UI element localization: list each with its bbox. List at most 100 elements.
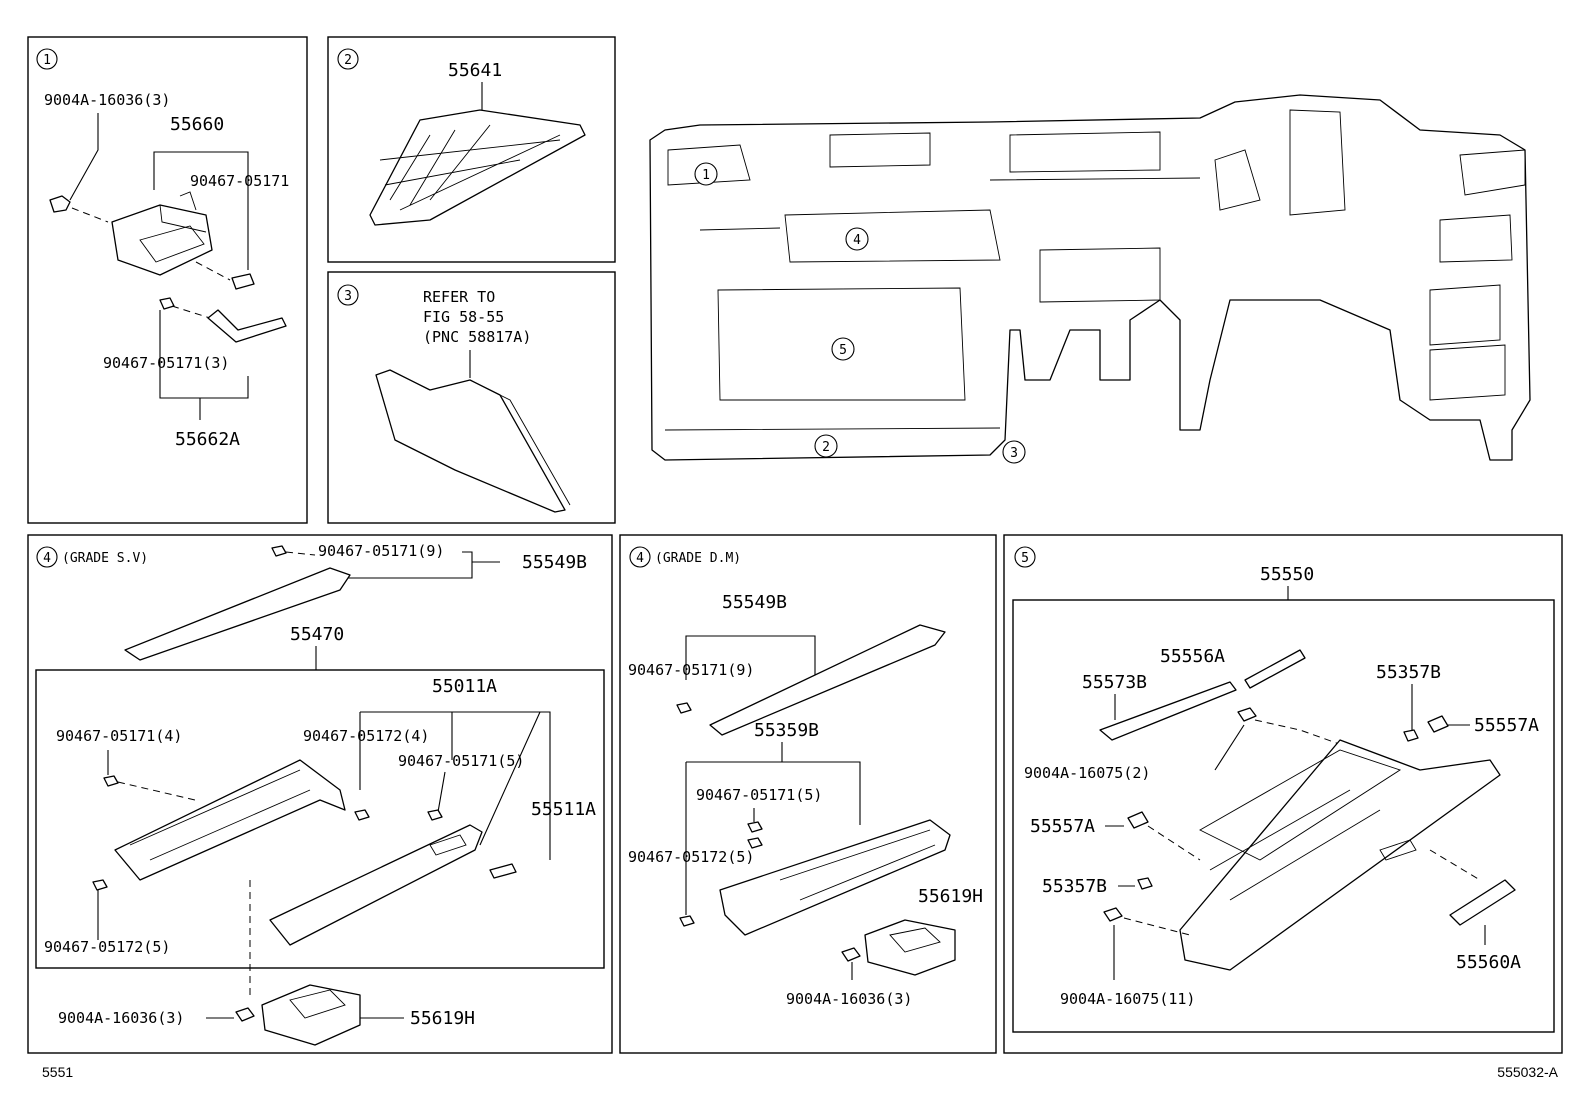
grade-dm: (GRADE D.M) [655, 551, 741, 566]
label-55470: 55470 [290, 624, 344, 645]
marker-4b [629, 546, 651, 568]
bracket-55662a [207, 309, 287, 343]
label-9004a-16036-3-dm: 9004A-16036(3) [786, 990, 912, 1008]
stopper-icon-left [1137, 877, 1153, 890]
panel-2: 2 55641 [337, 48, 586, 226]
overview-marker-1-text: 1 [702, 168, 710, 183]
panel-4a: 4 (GRADE S.V) 90467-05171(9) 55549B 5547… [36, 542, 596, 1046]
label-55357b-left: 55357B [1042, 876, 1107, 897]
marker-3-text: 3 [344, 289, 352, 304]
pad-55511a [489, 863, 517, 879]
clip-icon-lower [159, 297, 175, 310]
clip-icon-dm-c [679, 915, 695, 927]
door-55011a [269, 824, 483, 946]
label-55550: 55550 [1260, 564, 1314, 585]
instrument-panel [649, 94, 1531, 461]
clip-icon [231, 273, 255, 290]
label-55660: 55660 [170, 114, 224, 135]
stopper-icon-top [1403, 729, 1419, 742]
label-55549b-dm: 55549B [722, 592, 787, 613]
overview-marker-5-text: 5 [839, 343, 847, 358]
garnish-55549b-dm [709, 624, 946, 736]
panel-4b: 4 (GRADE D.M) 55549B 90467-05171(9) 5535… [628, 546, 983, 1008]
label-90467-05172-5-dm: 90467-05172(5) [628, 848, 754, 866]
label-90467-05171: 90467-05171 [190, 172, 289, 190]
label-90467-05171-4: 90467-05171(4) [56, 727, 182, 745]
overview-marker-2 [814, 434, 838, 458]
label-55549b: 55549B [522, 552, 587, 573]
clip-icon-left-a [103, 775, 119, 787]
overview-marker-4 [845, 227, 869, 251]
marker-4a-text: 4 [43, 551, 51, 566]
label-90467-05171-9: 90467-05171(9) [318, 542, 444, 560]
panel-1-frame [27, 36, 308, 524]
box-55619h [261, 984, 361, 1046]
label-55557a-top: 55557A [1474, 715, 1539, 736]
label-55359b: 55359B [754, 720, 819, 741]
overview-marker-3-text: 3 [1010, 446, 1018, 461]
footer-left-code: 5551 [42, 1064, 74, 1080]
panel-3: 3 REFER TO FIG 58-55 (PNC 58817A) [337, 284, 571, 513]
box-55619h-dm [864, 919, 956, 976]
label-90467-05172-4: 90467-05172(4) [303, 727, 429, 745]
refer-line-3: (PNC 58817A) [423, 328, 531, 346]
clip-icon-mid-b [427, 809, 443, 821]
screw-icon-dm [841, 947, 861, 962]
panel-4a-inner-frame [35, 669, 605, 969]
footer-right-code: 555032-A [1497, 1064, 1558, 1080]
panel-4a-frame [27, 534, 613, 1054]
screw-icon-4a [235, 1007, 255, 1022]
panel-5-inner-frame [1012, 599, 1555, 1033]
clip-icon-dm-a [747, 821, 763, 833]
strip-55556a [1244, 649, 1306, 689]
marker-4a [36, 546, 58, 568]
label-55556a: 55556A [1160, 646, 1225, 667]
storage-box-55660 [111, 204, 213, 276]
lock-55560a [1449, 879, 1516, 926]
label-9004a-16075-11: 9004A-16075(11) [1060, 990, 1195, 1008]
marker-1 [36, 48, 58, 70]
overview-marker-3 [1002, 440, 1026, 464]
panel-2-frame [327, 36, 616, 263]
refer-line-2: FIG 58-55 [423, 308, 504, 326]
label-55619h: 55619H [410, 1008, 475, 1029]
overview-marker-5 [831, 337, 855, 361]
overview-marker-4-text: 4 [853, 233, 861, 248]
panel-3-frame [327, 271, 616, 524]
lower-panel-55359b [719, 819, 951, 936]
label-screw-9004a-16036: 9004A-16036(3) [44, 91, 170, 109]
label-55619h-dm: 55619H [918, 886, 983, 907]
panel-1: 1 9004A-16036(3) 55660 90467-05171 90467… [36, 48, 289, 450]
marker-2 [337, 48, 359, 70]
grade-sv: (GRADE S.V) [62, 551, 148, 566]
label-90467-05171-9-dm: 90467-05171(9) [628, 661, 754, 679]
label-55662a: 55662A [175, 429, 240, 450]
panel-5-frame [1003, 534, 1563, 1054]
marker-5-text: 5 [1021, 551, 1029, 566]
refer-line-1: REFER TO [423, 288, 495, 306]
screw-icon-5a [1237, 707, 1257, 722]
marker-2-text: 2 [344, 53, 352, 68]
label-55641: 55641 [448, 60, 502, 81]
label-9004a-16075-2: 9004A-16075(2) [1024, 764, 1150, 782]
marker-3 [337, 284, 359, 306]
marker-4b-text: 4 [636, 551, 644, 566]
label-90467-05171-5: 90467-05171(5) [398, 752, 524, 770]
overview-marker-1 [694, 162, 718, 186]
label-55357b-top: 55357B [1376, 662, 1441, 683]
rail-55573b [1099, 681, 1237, 741]
panel-5: 5 55550 55556A 55573B 55357B 55557A 9004… [1014, 546, 1539, 1008]
label-90467-05172-5: 90467-05172(5) [44, 938, 170, 956]
clip-icon-dm-top [676, 702, 692, 714]
label-55557a-left: 55557A [1030, 816, 1095, 837]
clip-icon-top [271, 545, 287, 557]
panel-4b-frame [619, 534, 997, 1054]
label-90467-05171-5-dm: 90467-05171(5) [696, 786, 822, 804]
label-55011a: 55011A [432, 676, 497, 697]
label-55573b: 55573B [1082, 672, 1147, 693]
garnish-55549b [124, 567, 351, 661]
label-55511a: 55511A [531, 799, 596, 820]
label-9004a-16036-3: 9004A-16036(3) [58, 1009, 184, 1027]
lower-panel-55470 [114, 759, 346, 881]
marker-5 [1014, 546, 1036, 568]
